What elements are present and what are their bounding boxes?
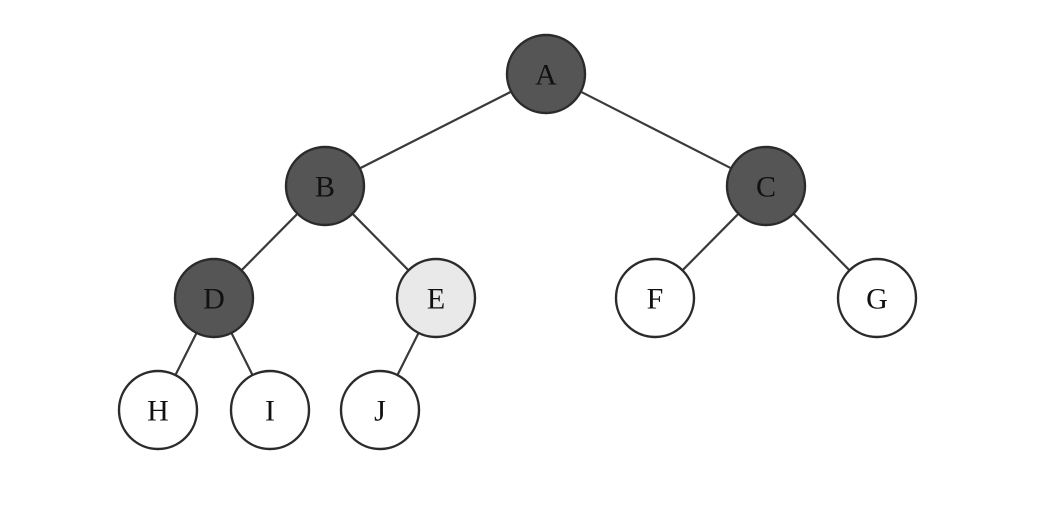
- edge-d-i: [230, 332, 254, 376]
- node-circle-d: [173, 257, 255, 339]
- node-circle-i: [229, 369, 311, 451]
- node-label-j: J: [374, 395, 386, 428]
- edge-a-b: [359, 90, 512, 170]
- node-label-d: D: [203, 283, 225, 316]
- node-label-f: F: [647, 283, 664, 316]
- edge-c-f: [681, 212, 740, 272]
- edge-a-c: [580, 90, 732, 170]
- edge-d-h: [174, 332, 198, 376]
- node-circle-g: [836, 257, 918, 339]
- edge-b-d: [240, 212, 299, 272]
- edge-c-g: [792, 212, 851, 272]
- edge-e-j: [396, 332, 420, 376]
- node-circle-h: [117, 369, 199, 451]
- node-circle-a: [505, 33, 587, 115]
- node-b: B: [284, 145, 366, 227]
- node-g: G: [836, 257, 918, 339]
- node-e: E: [395, 257, 477, 339]
- node-label-e: E: [427, 283, 445, 316]
- node-j: J: [339, 369, 421, 451]
- node-circle-e: [395, 257, 477, 339]
- node-circle-j: [339, 369, 421, 451]
- node-i: I: [229, 369, 311, 451]
- node-label-h: H: [147, 395, 169, 428]
- node-circle-c: [725, 145, 807, 227]
- nodes-layer: A B C D E F G H I J: [117, 33, 918, 451]
- node-circle-f: [614, 257, 696, 339]
- node-label-i: I: [265, 395, 275, 428]
- node-f: F: [614, 257, 696, 339]
- node-h: H: [117, 369, 199, 451]
- node-a: A: [505, 33, 587, 115]
- edges-layer: [174, 90, 851, 376]
- node-label-g: G: [866, 283, 888, 316]
- node-label-a: A: [535, 59, 557, 92]
- node-circle-b: [284, 145, 366, 227]
- node-label-c: C: [756, 171, 776, 204]
- node-d: D: [173, 257, 255, 339]
- node-c: C: [725, 145, 807, 227]
- edge-b-e: [351, 212, 410, 272]
- node-label-b: B: [315, 171, 335, 204]
